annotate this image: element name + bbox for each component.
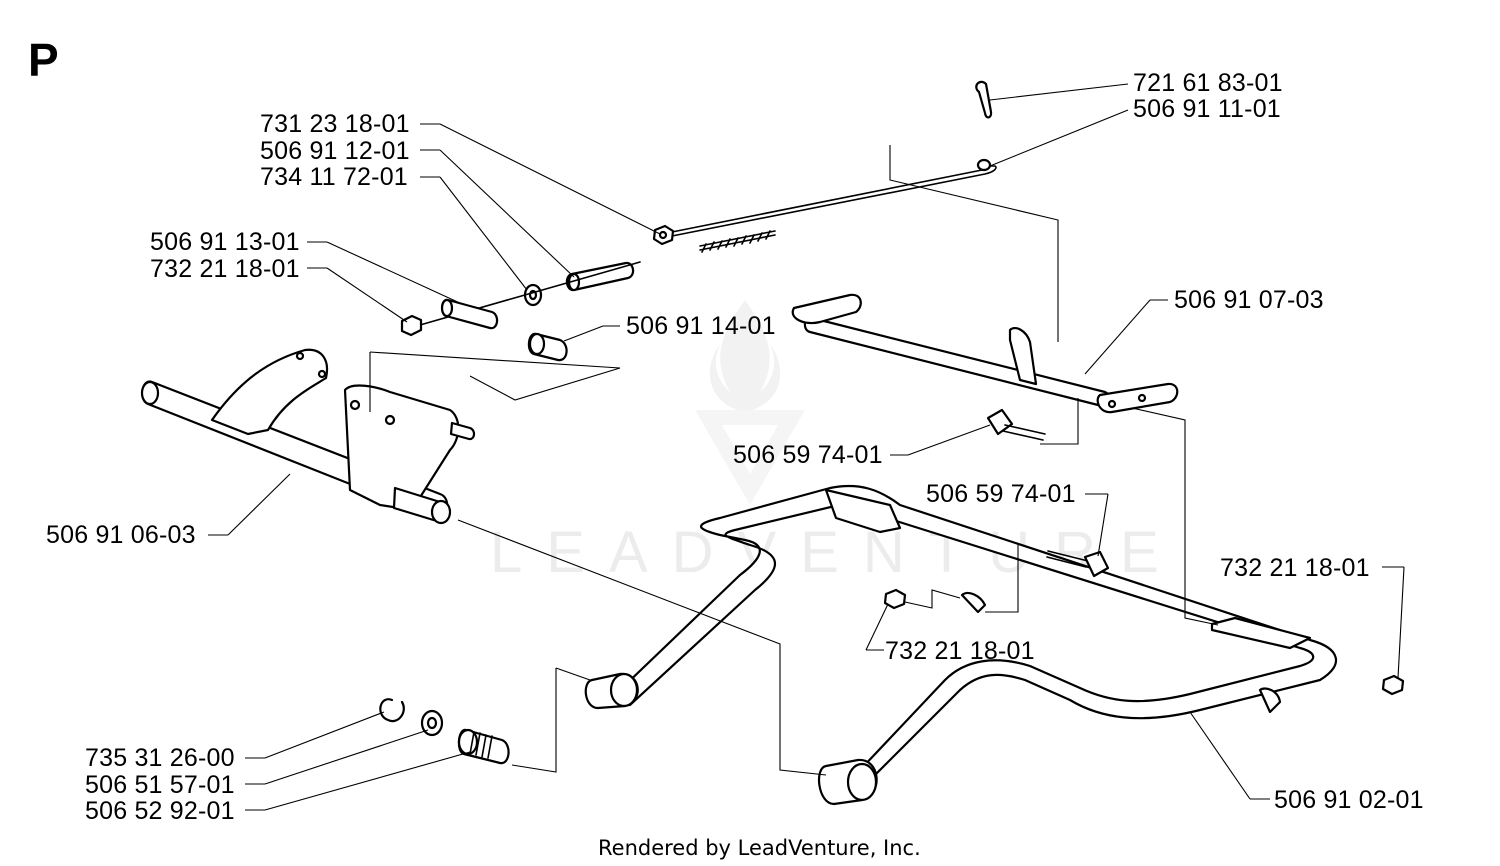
part-label-506-91-02-01[interactable]: 506 91 02-01 xyxy=(1274,786,1424,814)
upper-shaft-drawing xyxy=(791,293,1179,414)
nut-drawing xyxy=(652,224,675,246)
part-label-506-91-11-01[interactable]: 506 91 11-01 xyxy=(1133,95,1281,123)
assembly-lines xyxy=(369,145,1219,776)
leader-lines xyxy=(208,83,1405,811)
cotter-pin-drawing xyxy=(975,80,993,119)
part-label-506-91-14-01[interactable]: 506 91 14-01 xyxy=(626,312,776,340)
pin-drawing xyxy=(400,261,641,337)
left-shaft-drawing xyxy=(140,348,476,525)
part-label-732-21-18-01-top[interactable]: 732 21 18-01 xyxy=(150,255,300,283)
threaded-bushing-drawing xyxy=(457,728,510,765)
part-label-506-51-57-01[interactable]: 506 51 57-01 xyxy=(85,771,235,799)
part-label-506-52-92-01[interactable]: 506 52 92-01 xyxy=(85,797,235,825)
part-label-506-91-13-01[interactable]: 506 91 13-01 xyxy=(150,228,300,256)
nut-middle-drawing xyxy=(883,588,907,610)
footer-credit: Rendered by LeadVenture, Inc. xyxy=(598,836,921,860)
part-label-734-11-72-01[interactable]: 734 11 72-01 xyxy=(260,163,408,191)
part-label-735-31-26-00[interactable]: 735 31 26-00 xyxy=(85,744,235,772)
section-letter: P xyxy=(28,34,59,86)
clip-drawing xyxy=(379,698,405,723)
bolt-lower-drawing xyxy=(1046,550,1110,578)
watermark-logo xyxy=(695,300,805,505)
part-label-506-59-74-01-upper[interactable]: 506 59 74-01 xyxy=(733,441,883,469)
part-label-506-59-74-01-lower[interactable]: 506 59 74-01 xyxy=(926,480,1076,508)
part-labels: 721 61 83-01 506 91 11-01 731 23 18-01 5… xyxy=(46,69,1424,825)
part-label-506-91-06-03[interactable]: 506 91 06-03 xyxy=(46,521,196,549)
part-label-731-23-18-01[interactable]: 731 23 18-01 xyxy=(260,110,410,138)
part-label-732-21-18-01-right[interactable]: 732 21 18-01 xyxy=(1220,554,1370,582)
part-label-721-61-83-01[interactable]: 721 61 83-01 xyxy=(1133,69,1283,97)
bolt-upper-drawing xyxy=(986,408,1046,441)
part-label-506-91-07-03[interactable]: 506 91 07-03 xyxy=(1174,286,1324,314)
bushing-drawing xyxy=(527,332,568,362)
part-label-732-21-18-01-middle[interactable]: 732 21 18-01 xyxy=(885,637,1035,665)
washer-lower-drawing xyxy=(420,709,444,737)
control-rod-drawing xyxy=(671,158,997,253)
nut-right-drawing xyxy=(1381,674,1405,696)
part-label-506-91-12-01[interactable]: 506 91 12-01 xyxy=(260,137,410,165)
main-frame-drawing xyxy=(584,484,1338,806)
